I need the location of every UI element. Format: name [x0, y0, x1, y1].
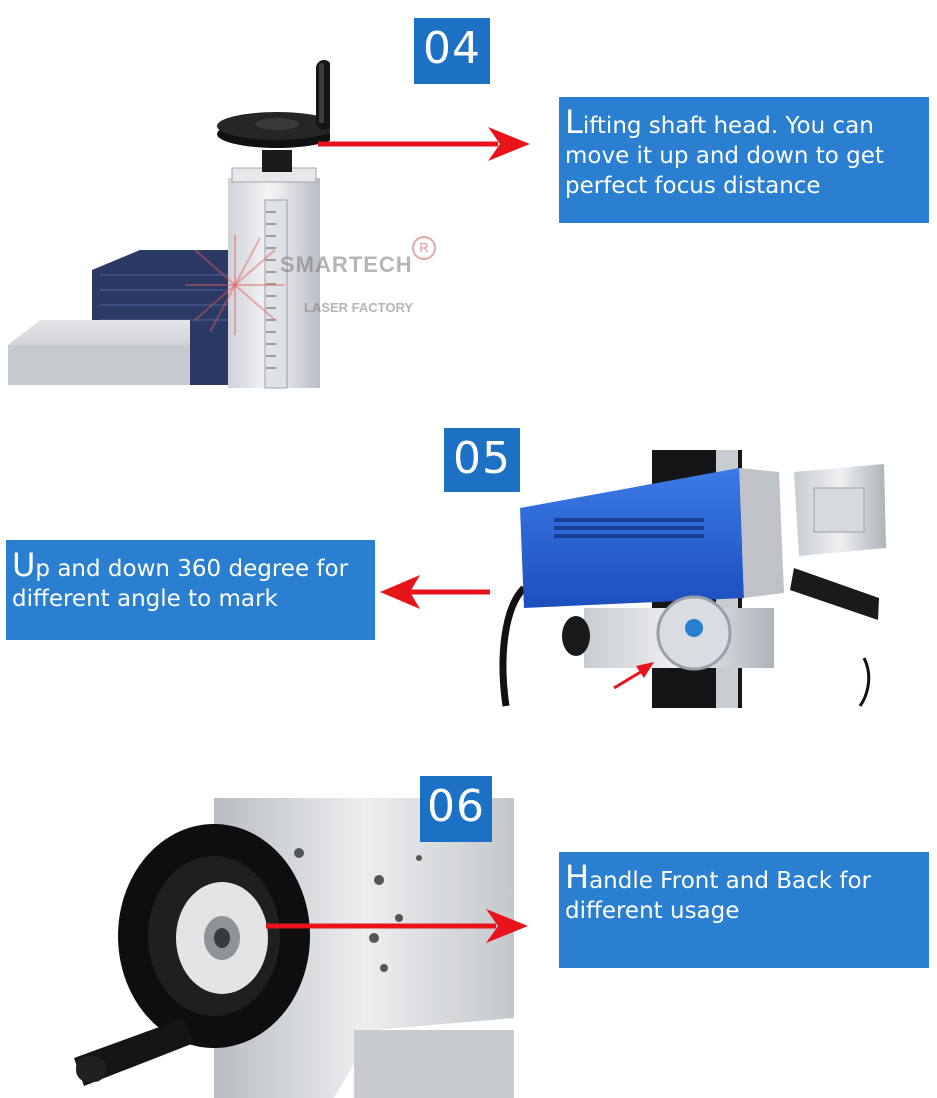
laser-star-logo-icon — [185, 235, 285, 335]
watermark-subtitle: LASER FACTORY — [304, 300, 414, 315]
caption-initial: U — [12, 546, 36, 584]
registered-mark-icon: R — [412, 236, 436, 260]
watermark-name: SMARTECH — [280, 252, 413, 277]
rotating-laser-head-photo — [499, 450, 886, 708]
red-arrow-icon — [266, 909, 528, 943]
feature-section-05: 05 Up and down 360 degree for different … — [0, 400, 937, 730]
caption-text: ifting shaft head. You can move it up an… — [565, 113, 884, 199]
caption-box-04: Lifting shaft head. You can move it up a… — [559, 97, 929, 223]
feature-section-06: 06 Handle Front and Back for different u… — [0, 760, 937, 1098]
caption-text: andle Front and Back for different usage — [565, 868, 872, 924]
caption-initial: L — [565, 103, 583, 141]
caption-box-05: Up and down 360 degree for different ang… — [6, 540, 375, 640]
lifting-shaft-photo — [8, 60, 330, 389]
front-back-handle-photo — [74, 798, 514, 1098]
watermark: SMARTECH LASER FACTORY R — [180, 230, 450, 340]
caption-box-06: Handle Front and Back for different usag… — [559, 852, 929, 968]
red-arrow-icon — [318, 127, 530, 161]
red-arrow-icon — [380, 575, 490, 609]
caption-text: p and down 360 degree for different angl… — [12, 556, 349, 612]
feature-section-04: SMARTECH LASER FACTORY R 04 Lifting shaf… — [0, 0, 937, 400]
caption-initial: H — [565, 858, 590, 896]
step-badge-06: 06 — [420, 776, 492, 842]
step-badge-04: 04 — [414, 18, 490, 84]
step-badge-05: 05 — [444, 428, 520, 492]
